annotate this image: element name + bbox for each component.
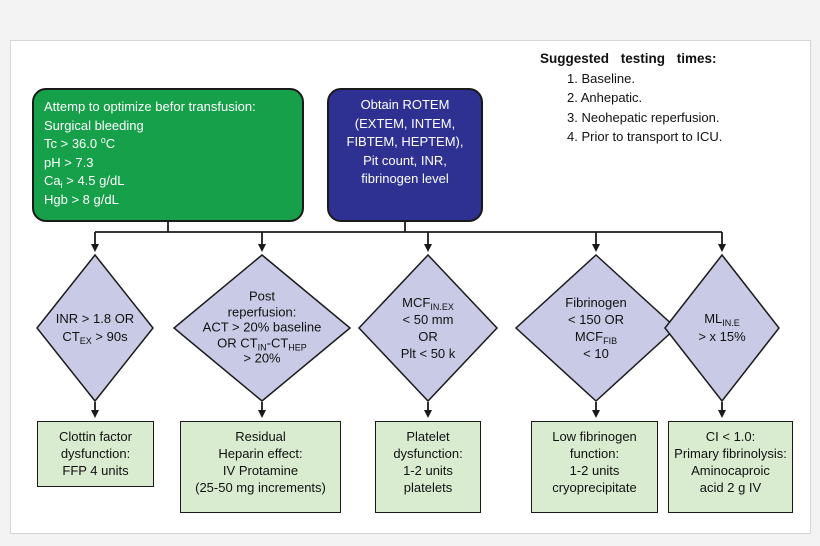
testing-item-4: 4. Prior to transport to ICU.	[567, 129, 723, 144]
optimize-box: Attemp to optimize befor transfusion: Su…	[32, 88, 304, 222]
outcome-clotting-factor: Clottin factor dysfunction: FFP 4 units	[37, 421, 154, 487]
optimize-line-1: Attemp to optimize befor transfusion:	[44, 99, 256, 114]
outcome-residual-heparin: Residual Heparin effect: IV Protamine (2…	[180, 421, 341, 513]
diamond-inr-text: INR > 1.8 OR CTEX > 90s	[55, 311, 135, 346]
diamond-fibrinolysis	[664, 253, 780, 403]
diamond-platelet	[357, 253, 499, 403]
testing-item-1: 1. Baseline.	[567, 70, 635, 86]
diamond-heparin-text: Post reperfusion: ACT > 20% baseline OR …	[202, 288, 322, 366]
outcome-primary-fibrinolysis: CI < 1.0: Primary fibrinolysis: Aminocap…	[668, 421, 793, 513]
optimize-line-2: Surgical bleeding	[44, 117, 144, 133]
diamond-platelet-text: MCFIN.EX < 50 mm OR Plt < 50 k	[400, 295, 456, 361]
outcome-platelet-dysfunction: Platelet dysfunction: 1-2 units platelet…	[375, 421, 481, 513]
optimize-line-hgb: Hgb > 8 g/dL	[44, 191, 119, 207]
diamond-fibrinogen	[514, 253, 678, 403]
rotem-line-3: FIBTEM, HEPTEM),	[346, 134, 464, 149]
diamond-fibrinolysis-text: MLIN.E > x 15%	[698, 311, 746, 344]
testing-title: Suggested testing times:	[540, 51, 717, 66]
rotem-line-1: Obtain ROTEM	[360, 97, 450, 112]
testing-item-2: 2. Anhepatic.	[567, 90, 643, 105]
outcome-low-fibrinogen: Low fibrinogen function: 1-2 units cryop…	[531, 421, 658, 513]
rotem-line-2: (EXTEM, INTEM,	[354, 115, 456, 131]
testing-item-3: 3. Neohepatic reperfusion.	[567, 109, 720, 125]
rotem-line-4: Pit count, INR,	[363, 152, 447, 168]
diamond-fibrinogen-text: Fibrinogen < 150 OR MCFFIB < 10	[565, 295, 627, 361]
diamond-inr	[36, 253, 154, 403]
optimize-line-temp: Tc > 36.0 oC	[44, 135, 116, 152]
rotem-line-5: fibrinogen level	[361, 171, 449, 186]
optimize-line-ca: Cai > 4.5 g/dL	[44, 173, 125, 190]
rotem-box: Obtain ROTEM (EXTEM, INTEM, FIBTEM, HEPT…	[327, 88, 483, 222]
optimize-line-ph: pH > 7.3	[44, 154, 94, 170]
suggested-testing-times: Suggested testing times: 1. Baseline. 2.…	[540, 49, 722, 147]
diamond-heparin	[172, 254, 352, 402]
